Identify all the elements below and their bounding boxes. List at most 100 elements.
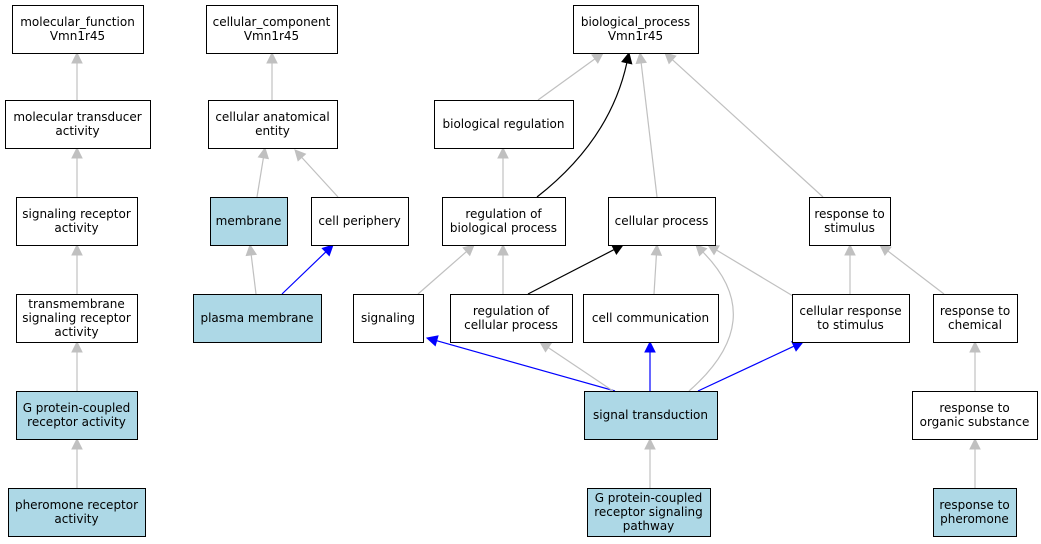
node-box [434, 100, 574, 149]
node-box [442, 197, 566, 246]
node-label-line: Vmn1r45 [608, 29, 663, 43]
node-label-line: signaling receptor [22, 311, 131, 325]
arrowhead-crs-to-rts [844, 243, 856, 256]
node-box [792, 294, 910, 343]
node-box [450, 294, 573, 343]
node-box [8, 488, 146, 537]
node-box [608, 197, 716, 246]
node-label-line: to stimulus [817, 318, 884, 332]
arrowhead-sig-to-rbp [462, 244, 475, 257]
arrowhead-cpr-to-bp [635, 51, 647, 65]
arrowhead-mem-to-cae [257, 146, 270, 160]
node-label-line: response to [940, 304, 1010, 318]
node-label-line: pathway [623, 519, 675, 533]
node-label-line: molecular_function [20, 15, 135, 29]
node-label-line: Vmn1r45 [244, 29, 299, 43]
node-cp: cell periphery [311, 197, 409, 246]
arrowhead-gpcrp-to-st [644, 437, 656, 450]
node-label-line: activity [54, 512, 98, 526]
node-label-line: activity [54, 325, 98, 339]
edge-sig-to-rbp [417, 251, 467, 295]
arrowhead-rtp-to-rtos [969, 437, 981, 450]
node-label-line: pheromone receptor [15, 498, 138, 512]
node-cpr: cellular process [608, 197, 716, 246]
edge-rts-to-bp [671, 59, 824, 198]
node-br: biological regulation [434, 100, 574, 149]
node-mem: membrane [210, 197, 288, 246]
node-pm: plasma membrane [193, 294, 322, 343]
node-box [933, 488, 1017, 537]
arrowhead-cp-to-cae [294, 149, 307, 162]
arrowhead-br-to-bp [591, 52, 604, 64]
node-label-line: biological process [450, 221, 557, 235]
node-label-line: receptor activity [27, 415, 126, 429]
node-st: signal transduction [584, 391, 718, 440]
node-box [573, 5, 699, 54]
arrowhead-crs-to-cpr [707, 244, 720, 256]
node-label-line: signaling receptor [22, 207, 131, 221]
node-box [5, 100, 151, 149]
edges-layer [71, 51, 981, 488]
node-label-line: cell periphery [318, 214, 400, 228]
node-label-line: G protein-coupled [23, 401, 131, 415]
node-box [16, 294, 138, 343]
edge-pm-to-mem [250, 254, 257, 295]
edge-cpr-to-bp [640, 62, 658, 198]
node-box [210, 197, 288, 246]
node-ccom: cell communication [583, 294, 719, 343]
node-label-line: cellular response [799, 304, 901, 318]
edge-crs-to-cpr [716, 249, 794, 297]
node-box [353, 294, 424, 343]
arrowhead-sra-to-mta [71, 146, 83, 159]
node-label-line: G protein-coupled [595, 491, 703, 505]
arrowhead-ccom-to-cpr [650, 243, 663, 256]
arrowhead-rtc-to-rts [879, 244, 892, 256]
arrowhead-pra-to-gpcra [71, 437, 83, 450]
node-label-line: membrane [216, 214, 282, 228]
node-label-line: activity [55, 124, 99, 138]
node-label-line: cell communication [592, 311, 709, 325]
node-label-line: receptor signaling [594, 505, 703, 519]
node-label-line: signal transduction [593, 408, 708, 422]
node-label-line: cellular process [615, 214, 709, 228]
arrowhead-st-to-rcp [539, 341, 552, 353]
edge-st-to-sig [436, 340, 616, 392]
node-label-line: response to [814, 207, 884, 221]
node-label-line: biological regulation [443, 117, 565, 131]
arrowhead-st-to-ccom [644, 340, 656, 353]
arrowhead-cae-to-cc [266, 51, 278, 64]
node-label-line: regulation of [473, 304, 550, 318]
node-label-line: regulation of [465, 207, 542, 221]
edge-st-to-cpr [688, 251, 734, 392]
node-box [12, 5, 144, 54]
node-box [208, 100, 338, 149]
node-box [193, 294, 322, 343]
node-box [583, 294, 719, 343]
arrowhead-rcp-to-rbp [497, 243, 509, 256]
node-box [206, 5, 338, 54]
node-box [16, 197, 138, 246]
node-box [809, 197, 891, 246]
node-label-line: cellular anatomical [215, 110, 329, 124]
node-box [587, 488, 711, 537]
node-box [912, 391, 1038, 440]
node-box [584, 391, 718, 440]
node-label-line: molecular transducer [13, 110, 141, 124]
node-label-line: organic substance [920, 415, 1030, 429]
arrowhead-st-to-crs [791, 341, 805, 352]
edge-ccom-to-cpr [653, 254, 657, 295]
edge-cp-to-cae [301, 156, 339, 198]
